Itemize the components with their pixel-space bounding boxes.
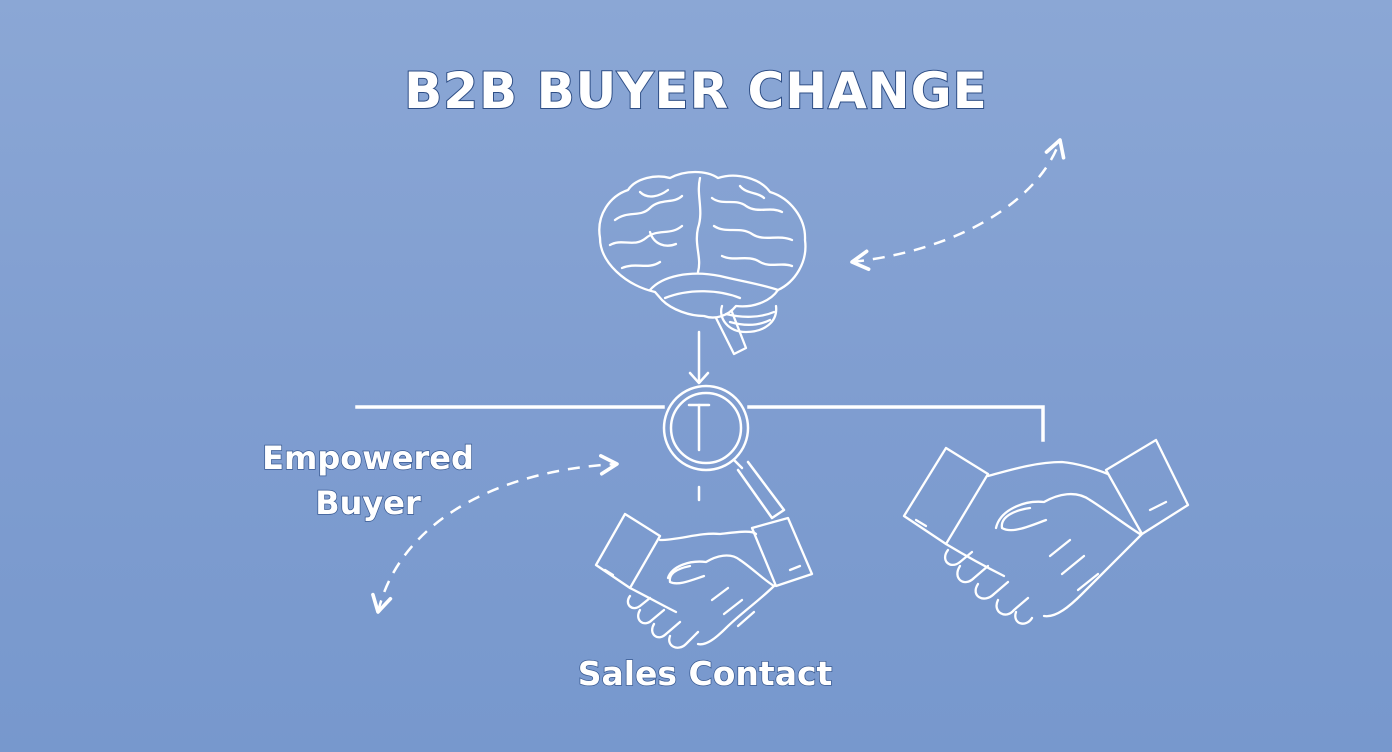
empowered-buyer-label-line2: Buyer (314, 483, 421, 523)
sales-contact-label: Sales Contact (577, 653, 833, 694)
handshake-icon (594, 512, 814, 649)
diagram-title: B2B BUYER CHANGE (403, 61, 988, 121)
dashed-arrow-icon (850, 138, 1066, 271)
dashed-arrow-icon (371, 454, 619, 614)
right-connector-line (747, 405, 1045, 442)
connector-lines (355, 405, 1045, 442)
empowered-buyer-label: Empowered Buyer (238, 436, 498, 526)
magnifier-icon (662, 384, 786, 520)
brain-icon (598, 170, 807, 356)
empowered-buyer-label-line1: Empowered (261, 438, 474, 478)
handshake-icon (902, 438, 1190, 625)
down-arrow-icon (688, 330, 710, 385)
